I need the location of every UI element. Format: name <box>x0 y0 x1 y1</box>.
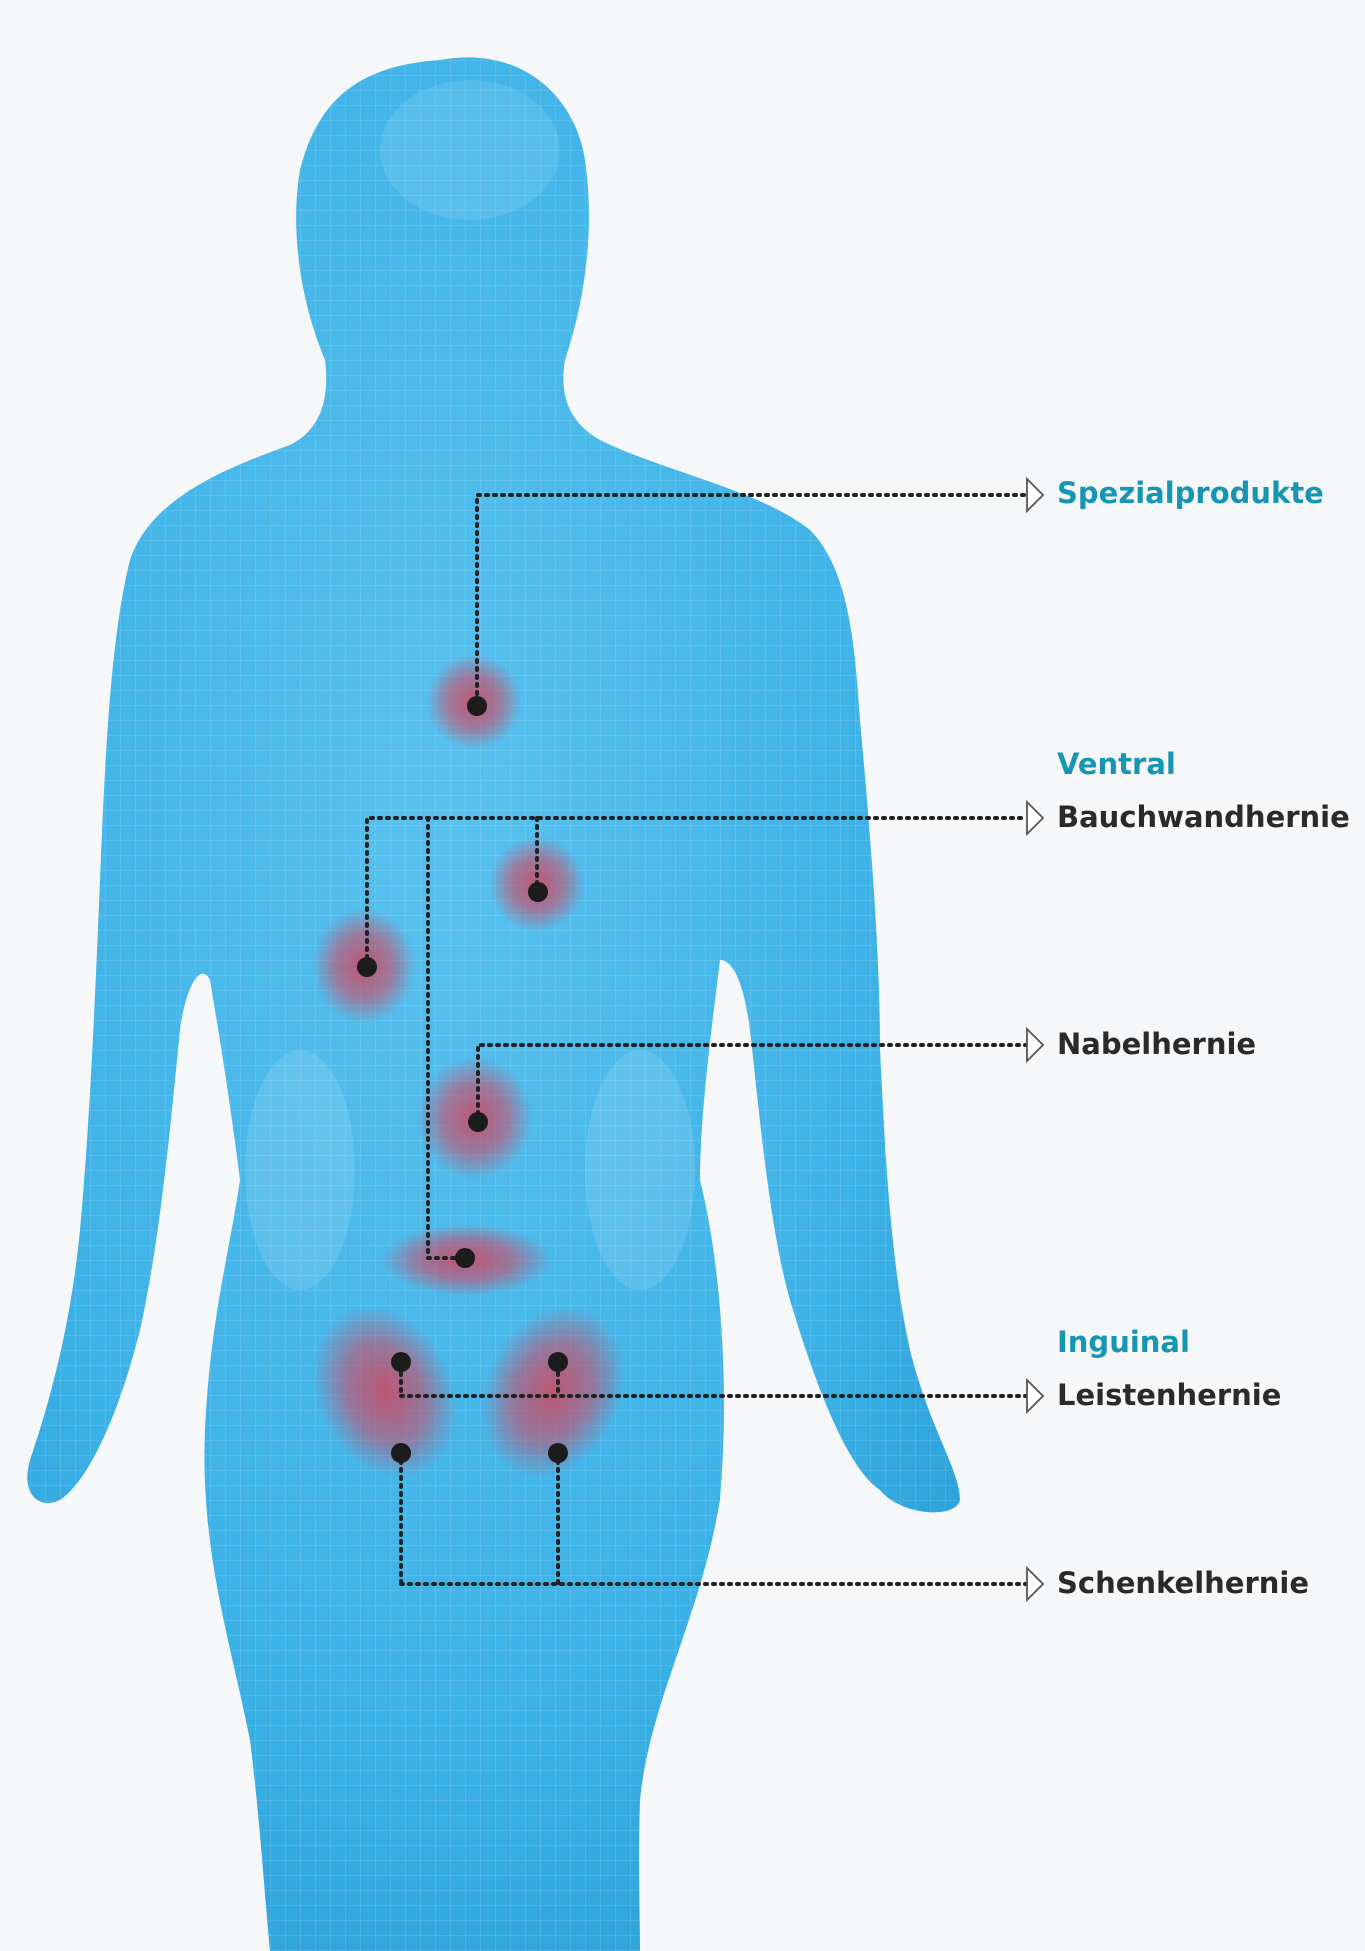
human-body-silhouette <box>0 0 1000 1951</box>
marker-groin-left-upper <box>548 1352 568 1372</box>
arrowheads <box>1027 479 1043 1600</box>
label-nabelhernie: Nabelhernie <box>1057 1026 1256 1062</box>
marker-flank <box>357 957 377 977</box>
category-ventral: Ventral <box>1057 746 1176 782</box>
marker-groin-right-upper <box>391 1352 411 1372</box>
marker-navel <box>468 1112 488 1132</box>
arrow-leistenhernie <box>1027 1380 1043 1412</box>
arrow-nabelhernie <box>1027 1029 1043 1061</box>
label-leistenhernie: Leistenhernie <box>1057 1377 1281 1413</box>
label-schenkelhernie: Schenkelhernie <box>1057 1565 1309 1601</box>
arrow-schenkelhernie <box>1027 1568 1043 1600</box>
marker-thigh-right <box>391 1443 411 1463</box>
marker-thigh-left <box>548 1443 568 1463</box>
marker-chest <box>467 696 487 716</box>
label-spezialprodukte: Spezialprodukte <box>1057 475 1324 511</box>
label-bauchwandhernie: Bauchwandhernie <box>1057 799 1350 835</box>
marker-upper-abdomen <box>528 882 548 902</box>
marker-lower-abdomen <box>455 1248 475 1268</box>
arrow-spezialprodukte <box>1027 479 1043 511</box>
category-inguinal: Inguinal <box>1057 1324 1190 1360</box>
arrow-bauchwandhernie <box>1027 802 1043 834</box>
